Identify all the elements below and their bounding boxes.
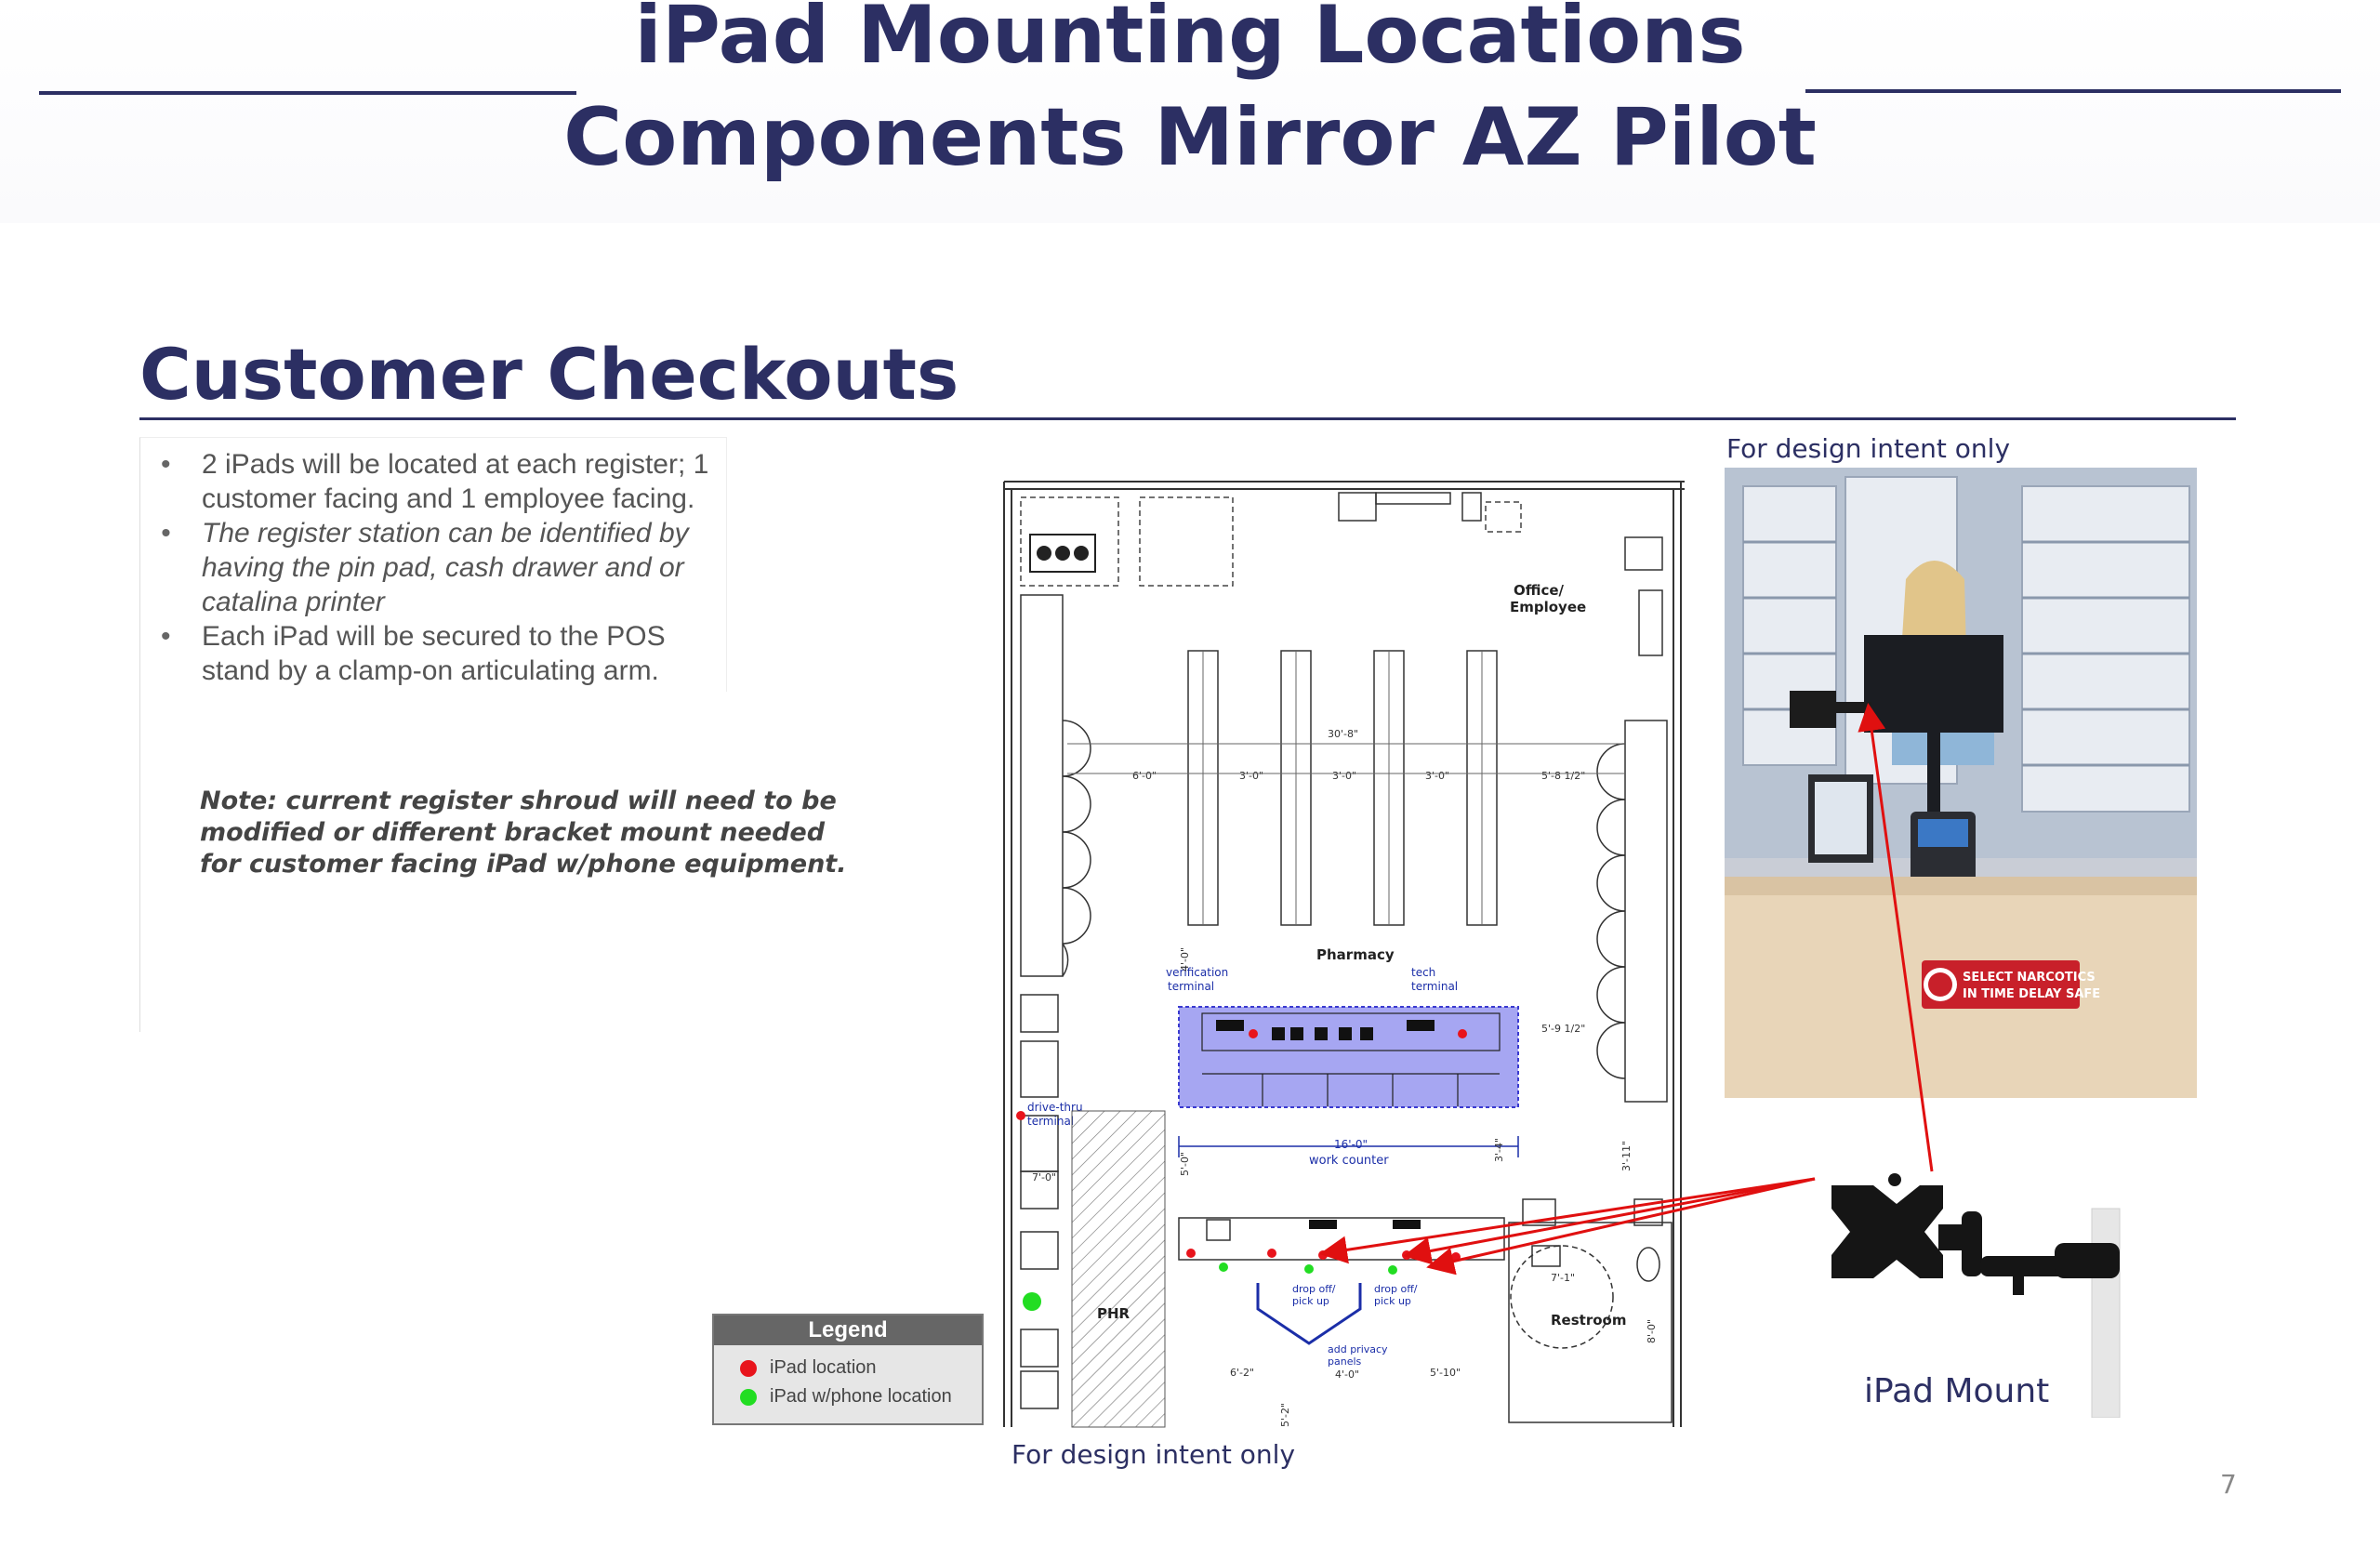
- bullet-box: 2 iPads will be located at each register…: [139, 437, 727, 692]
- label-terminal-3: terminal: [1027, 1115, 1074, 1128]
- label-office: Office/: [1514, 582, 1565, 599]
- legend-label: iPad location: [770, 1357, 877, 1378]
- section-rule: [139, 417, 2236, 420]
- floor-plan: Office/ Employee 30'-8" 6'-0" 3'-0" 3'-0…: [993, 465, 1686, 1432]
- dim-30c: 3'-0": [1425, 770, 1449, 782]
- legend-item-ipad: iPad location: [740, 1357, 877, 1379]
- label-dropoff-1a: drop off/: [1292, 1283, 1336, 1295]
- dim-40b: 4'-0": [1335, 1368, 1359, 1381]
- register-photo: SELECT NARCOTICS IN TIME DELAY SAFE: [1725, 468, 2197, 1098]
- plan-caption: For design intent only: [1012, 1439, 1296, 1470]
- page-number: 7: [2220, 1469, 2237, 1500]
- title-rule-right: [1805, 89, 2341, 93]
- dim-70: 7'-0": [1032, 1171, 1056, 1183]
- legend: Legend iPad location iPad w/phone locati…: [712, 1314, 984, 1425]
- label-verification: verification: [1166, 966, 1228, 979]
- mount-caption: iPad Mount: [1864, 1372, 2050, 1410]
- bullet-item: 2 iPads will be located at each register…: [157, 447, 724, 516]
- dim-34: 3'-4": [1493, 1138, 1505, 1162]
- slide-title-line-2: Components Mirror AZ Pilot: [563, 91, 1817, 184]
- dim-62: 6'-2": [1230, 1367, 1254, 1379]
- label-privacy-2: panels: [1328, 1355, 1362, 1368]
- note-text: Note: current register shroud will need …: [200, 787, 847, 879]
- dim-311: 3'-11": [1620, 1141, 1633, 1171]
- label-tech: tech: [1411, 966, 1435, 979]
- dim-71: 7'-1": [1551, 1272, 1575, 1284]
- red-dot-icon: [740, 1359, 757, 1377]
- label-drive: drive-thru: [1027, 1101, 1083, 1114]
- label-work-counter: work counter: [1309, 1154, 1389, 1168]
- bullet-list: 2 iPads will be located at each register…: [157, 447, 724, 688]
- slide-title-line-1: iPad Mounting Locations: [634, 0, 1746, 82]
- label-terminal-2: terminal: [1411, 980, 1458, 993]
- photo-caption: For design intent only: [1726, 433, 2011, 464]
- label-restroom: Restroom: [1551, 1312, 1626, 1329]
- sign-text-1: SELECT NARCOTICS: [1963, 971, 2096, 985]
- label-terminal-1: terminal: [1168, 980, 1214, 993]
- dim-total: 30'-8": [1328, 728, 1358, 740]
- dim-510: 5'-10": [1430, 1367, 1461, 1379]
- dim-50: 5'-0": [1179, 1152, 1191, 1176]
- label-employee: Employee: [1510, 599, 1586, 615]
- title-rule-left: [39, 91, 576, 95]
- textbox-border: [139, 437, 140, 1032]
- dim-30b: 3'-0": [1332, 770, 1356, 782]
- title-band: [0, 0, 2380, 223]
- label-pharmacy: Pharmacy: [1316, 946, 1395, 963]
- bullet-item: The register station can be identified b…: [157, 516, 724, 619]
- ipad-mount-image: [1831, 1173, 2121, 1418]
- bullet-item: Each iPad will be secured to the POS sta…: [157, 619, 724, 688]
- dim-30a: 3'-0": [1239, 770, 1263, 782]
- label-dropoff-2a: drop off/: [1374, 1283, 1418, 1295]
- legend-title: Legend: [714, 1315, 982, 1345]
- legend-label: iPad w/phone location: [770, 1386, 952, 1407]
- label-privacy-1: add privacy: [1328, 1343, 1388, 1355]
- label-work-dim: 16'-0": [1334, 1138, 1368, 1151]
- section-heading: Customer Checkouts: [139, 333, 959, 416]
- dim-59: 5'-9 1/2": [1541, 1023, 1585, 1035]
- legend-item-ipad-phone: iPad w/phone location: [740, 1386, 952, 1408]
- dim-52: 5'-2": [1279, 1403, 1291, 1427]
- green-dot-icon: [740, 1388, 757, 1406]
- label-dropoff-1b: pick up: [1292, 1295, 1329, 1307]
- dim-58: 5'-8 1/2": [1541, 770, 1585, 782]
- label-dropoff-2b: pick up: [1374, 1295, 1411, 1307]
- dim-60: 6'-0": [1132, 770, 1157, 782]
- dim-80: 8'-0": [1646, 1319, 1658, 1343]
- dim-40: 4'-0": [1179, 947, 1191, 972]
- sign-text-2: IN TIME DELAY SAFE: [1963, 987, 2100, 1001]
- label-phr: PHR: [1097, 1305, 1130, 1322]
